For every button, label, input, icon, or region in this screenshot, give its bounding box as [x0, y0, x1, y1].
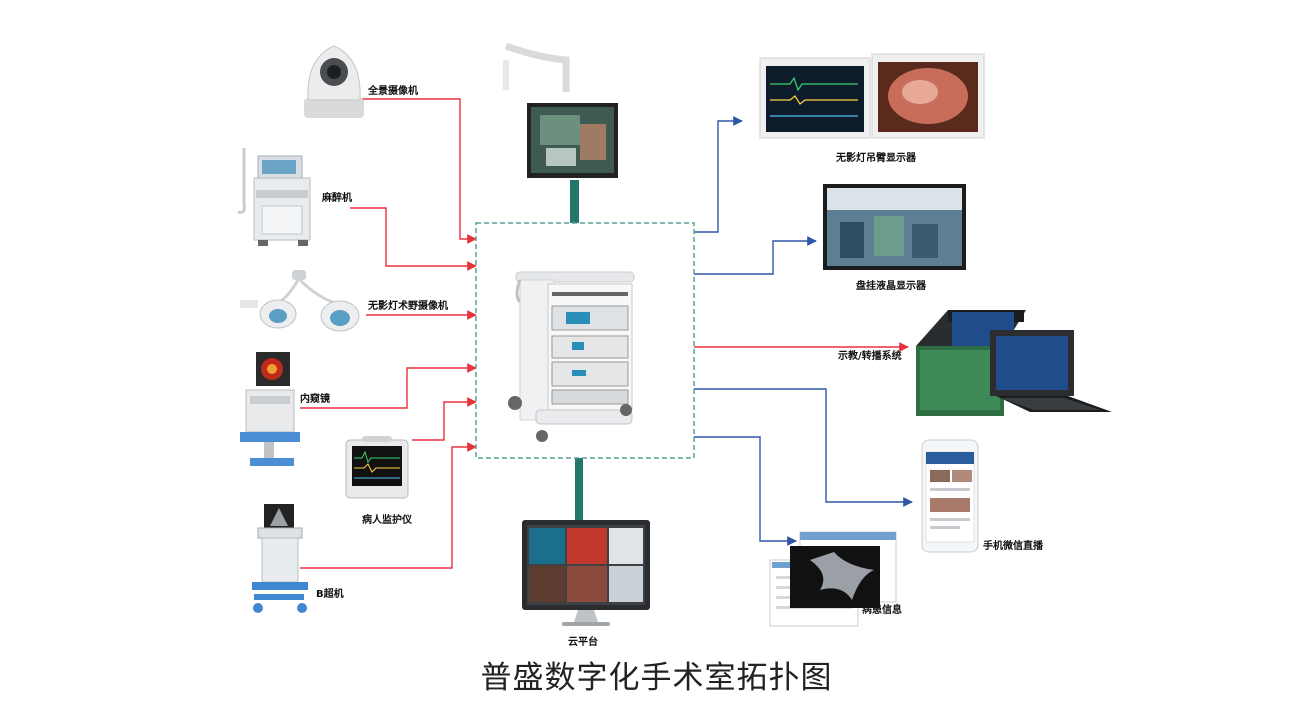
line-boom-display — [694, 116, 743, 233]
label-teaching-system: 示教/转播系统 — [838, 349, 902, 362]
surgical-light-icon — [240, 270, 360, 332]
input-lines — [300, 98, 477, 569]
output-lines — [694, 116, 913, 546]
label-boom-display: 无影灯吊臂显示器 — [835, 151, 917, 164]
patient-monitor-icon — [345, 436, 409, 499]
label-mobile-live: 手机微信直播 — [983, 539, 1044, 552]
panoramic-camera-icon — [304, 45, 364, 118]
label-surgical-light-camera: 无影灯术野摄像机 — [367, 299, 448, 312]
label-anesthesia-machine: 麻醉机 — [321, 191, 352, 204]
line-anesthesia — [350, 207, 477, 271]
label-lcd-display: 盘挂液晶显示器 — [856, 279, 927, 292]
line-ultrasound — [300, 442, 477, 569]
ultrasound-icon — [252, 504, 308, 613]
diagram-title: 普盛数字化手术室拓扑图 — [480, 660, 833, 696]
top-pole — [570, 180, 579, 224]
boom-display-icon — [759, 53, 985, 139]
label-endoscope: 内窥镜 — [300, 392, 330, 405]
teaching-system-icon — [916, 310, 1112, 416]
cloud-platform-monitor-icon — [522, 520, 650, 626]
label-patient-monitor: 病人监护仪 — [362, 513, 413, 526]
endoscope-icon — [240, 352, 300, 466]
label-panoramic-camera: 全景摄像机 — [367, 84, 418, 97]
label-ultrasound: B超机 — [316, 587, 344, 600]
label-cloud-platform: 云平台 — [568, 635, 598, 648]
labels: 全景摄像机 麻醉机 无影灯术野摄像机 内窥镜 病人监护仪 B超机 无影灯吊臂显示… — [300, 84, 1044, 648]
central-cart-icon — [508, 271, 635, 442]
anesthesia-machine-icon — [237, 148, 311, 246]
line-patient-info — [694, 436, 797, 546]
line-endoscope — [300, 363, 477, 409]
line-mobile-live — [694, 388, 913, 507]
line-lcd-display — [694, 236, 817, 275]
label-patient-info: 病患信息 — [862, 603, 902, 616]
patient-info-icon — [769, 531, 897, 627]
mobile-phone-icon — [921, 439, 979, 553]
line-patient-monitor — [412, 397, 477, 441]
boom-monitor-icon — [503, 42, 618, 178]
lcd-display-icon — [823, 184, 966, 270]
line-panoramic-camera — [360, 98, 477, 244]
bottom-pole — [575, 458, 583, 520]
